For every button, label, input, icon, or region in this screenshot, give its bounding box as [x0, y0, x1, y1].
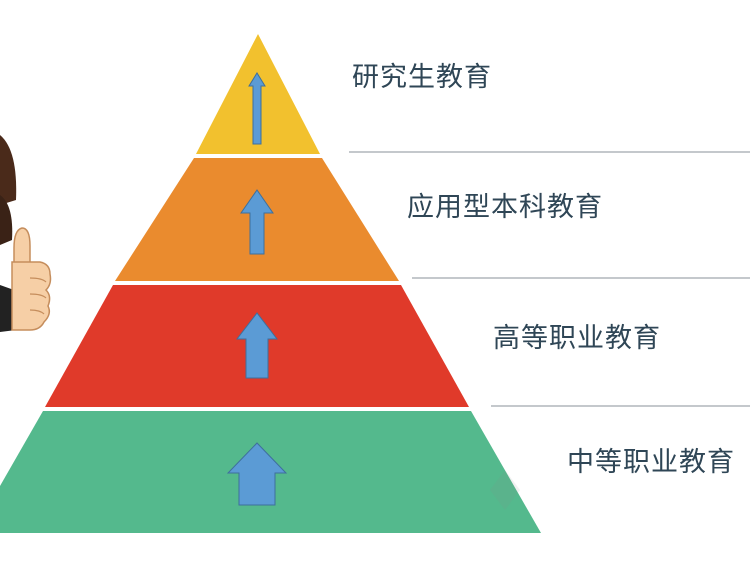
thumbs-up-icon	[0, 135, 52, 332]
up-arrow-icon	[235, 312, 279, 379]
tier-label-secondary-vocational: 中等职业教育	[567, 447, 735, 478]
watermark-icon	[490, 470, 520, 510]
up-arrow-icon	[240, 189, 274, 255]
up-arrow-icon	[226, 442, 288, 506]
tier-label-higher-vocational: 高等职业教育	[493, 323, 661, 354]
tier-label-graduate: 研究生教育	[352, 62, 492, 93]
tier-label-applied-undergraduate: 应用型本科教育	[407, 192, 603, 223]
up-arrow-icon	[248, 72, 266, 145]
